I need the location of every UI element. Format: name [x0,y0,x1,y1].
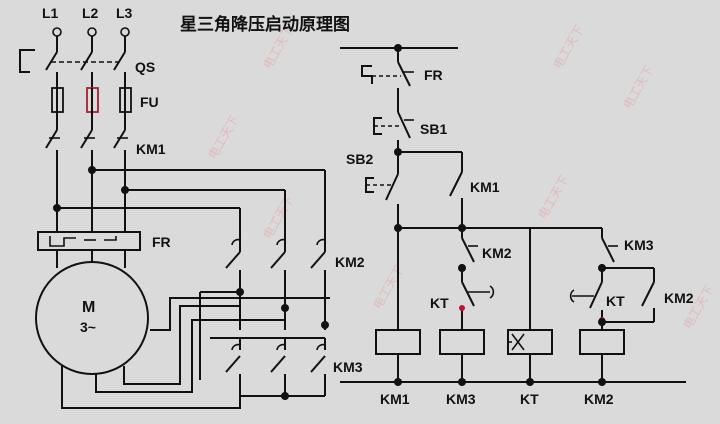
kt-nc-contact [459,281,495,330]
coil-kt [507,329,553,382]
watermark-4: 电工天下 [620,63,656,112]
main-circuit: L1 L2 L3 QS [19,5,365,409]
label-kt-nc: KT [430,295,449,311]
watermark-2: 电工天下 [550,23,586,72]
km3-main-contacts [225,338,326,400]
fr-nc-contact [361,61,414,112]
label-l3: L3 [116,5,133,21]
label-km3-main: KM3 [333,359,363,375]
label-km2-aux: KM2 [664,290,694,306]
label-kt-no: KT [606,293,625,309]
label-sb1: SB1 [420,121,447,137]
label-coil-kt: KT [520,391,539,407]
km3-nc-contact [598,237,654,282]
label-coil-km2: KM2 [584,391,614,407]
label-coil-km1: KM1 [380,391,410,407]
watermarks: 电工天下 电工天下 电工天下 电工天下 电工天下 电工天下 电工天下 电工天下 [205,23,716,332]
watermark-3: 电工天下 [205,113,241,162]
coil-km2 [579,329,625,382]
control-circuit: FR SB1 KM1 SB2 [340,44,694,407]
label-km1-main: KM1 [136,141,166,157]
fu-fuses [51,87,132,130]
coil-km1 [375,329,421,382]
label-qs: QS [135,59,155,75]
sb1-button [373,111,414,152]
terminal-l3 [120,27,130,37]
qs-switch [19,49,126,88]
motor-label-3: 3~ [80,319,96,335]
label-coil-km3: KM3 [446,391,476,407]
km1-aux-contact [449,171,463,228]
label-km2-main: KM2 [335,254,365,270]
motor: M 3~ [35,261,149,375]
watermark-7: 电工天下 [370,263,406,312]
motor-label-m: M [82,299,95,316]
label-l1: L1 [42,5,59,21]
km2-main-contacts [225,238,329,330]
label-fu: FU [140,94,159,110]
label-sb2: SB2 [346,151,373,167]
label-fr-main: FR [152,234,171,250]
diagram-title: 星三角降压启动原理图 [180,14,350,35]
terminal-l2 [87,27,97,37]
label-km3-nc: KM3 [624,237,654,253]
terminal-l1 [52,27,62,37]
label-km1-aux: KM1 [470,179,500,195]
km2-aux-contact [598,268,655,326]
watermark-6: 电工天下 [535,173,571,222]
label-fr-ctrl: FR [424,67,443,83]
label-l2: L2 [82,5,99,21]
watermark-5: 电工天下 [260,193,296,242]
fr-thermal-relay [37,231,141,268]
km1-main-contacts [45,129,128,232]
coil-km3 [439,329,485,382]
km2-nc-contact [458,228,478,282]
label-km2-nc: KM2 [482,245,512,261]
